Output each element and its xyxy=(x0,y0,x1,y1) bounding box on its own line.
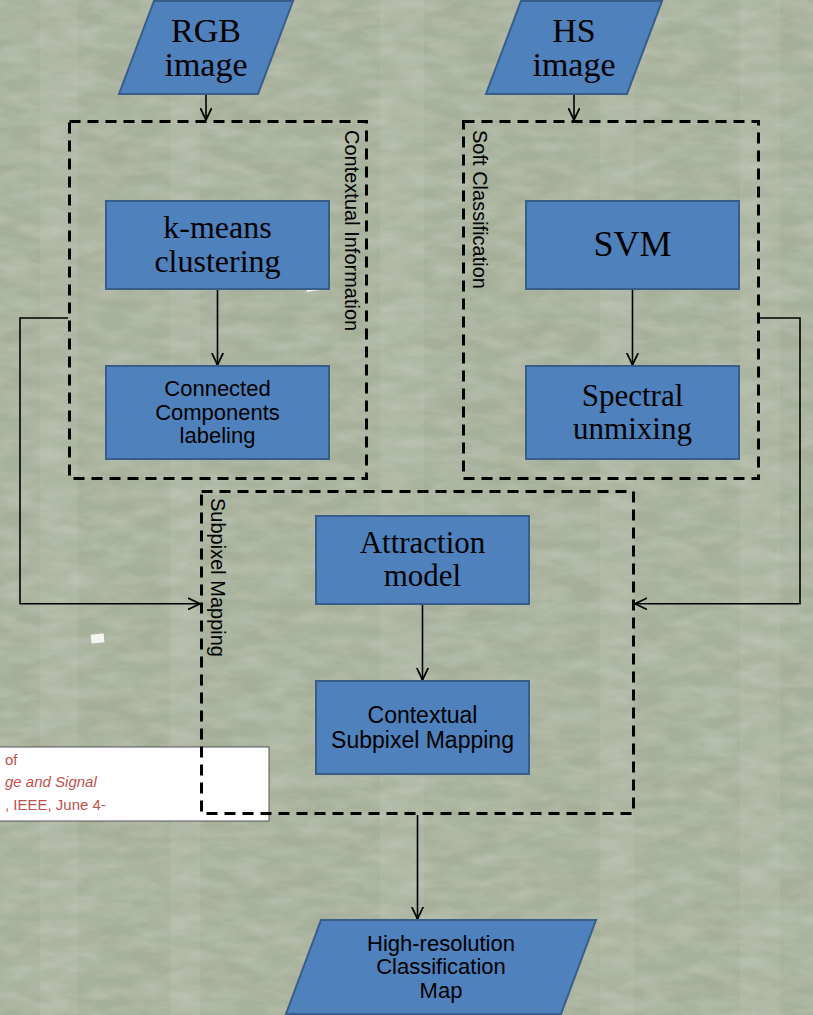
group-label: Contextual Information xyxy=(340,130,364,331)
process-box: Spectral unmixing xyxy=(525,365,740,460)
dashed-group: Contextual Information k-means clustering… xyxy=(68,120,368,480)
io-parallelogram: HS image xyxy=(485,0,663,95)
crop-row xyxy=(40,0,78,1015)
parallelogram-shape xyxy=(486,1,662,94)
flow-arrow xyxy=(217,290,219,365)
citation-box xyxy=(0,747,269,821)
node-label: Spectral unmixing xyxy=(537,380,728,445)
citation-fragment: , IEEE, June 4- xyxy=(5,796,106,814)
parallelogram-shape xyxy=(286,920,596,1014)
node-label: HS image xyxy=(526,14,622,82)
dashed-rect xyxy=(70,122,367,479)
flow-arrow xyxy=(635,318,800,604)
dashed-group: Subpixel Mapping Attraction modelContextu… xyxy=(200,490,635,815)
process-box: Connected Components labeling xyxy=(105,365,330,460)
node-label: High-resolution Classification Map xyxy=(356,932,526,1001)
flow-arrow xyxy=(417,815,419,919)
io-parallelogram: RGB image xyxy=(118,0,294,95)
dashed-rect xyxy=(202,492,634,814)
citation-fragment: ge and Signal xyxy=(5,773,97,791)
io-parallelogram: High-resolution Classification Map xyxy=(285,919,597,1015)
node-label: Contextual Subpixel Mapping xyxy=(327,703,518,753)
flow-arrow xyxy=(573,95,575,120)
flow-arrow xyxy=(632,290,634,365)
flow-arrow xyxy=(20,318,200,604)
flow-arrow xyxy=(205,95,207,120)
connector-group xyxy=(20,95,800,919)
group-label: Soft Classification xyxy=(468,130,492,289)
process-box: Attraction model xyxy=(315,515,530,605)
citation-fragment: of xyxy=(5,751,18,769)
group-label: Subpixel Mapping xyxy=(206,498,230,657)
process-box: Contextual Subpixel Mapping xyxy=(315,680,530,775)
node-label: k-means clustering xyxy=(119,211,316,278)
process-box: k-means clustering xyxy=(105,200,330,290)
dashed-rect xyxy=(464,122,759,479)
crop-row xyxy=(600,0,634,1015)
flow-arrow xyxy=(422,605,424,680)
node-label: Attraction model xyxy=(327,527,518,592)
crop-rows xyxy=(40,0,780,1015)
crop-row xyxy=(380,0,424,1015)
node-label: Connected Components labeling xyxy=(117,377,318,448)
parallelogram-shape xyxy=(119,1,293,94)
ground-marker xyxy=(91,633,105,643)
crop-row xyxy=(170,0,200,1015)
node-label: RGB image xyxy=(158,14,254,82)
crop-row xyxy=(740,0,780,1015)
dashed-group: Soft ClassificationSVM Spectral unmixing xyxy=(462,120,760,480)
node-label: SVM xyxy=(593,226,671,264)
process-box: SVM xyxy=(525,200,740,290)
